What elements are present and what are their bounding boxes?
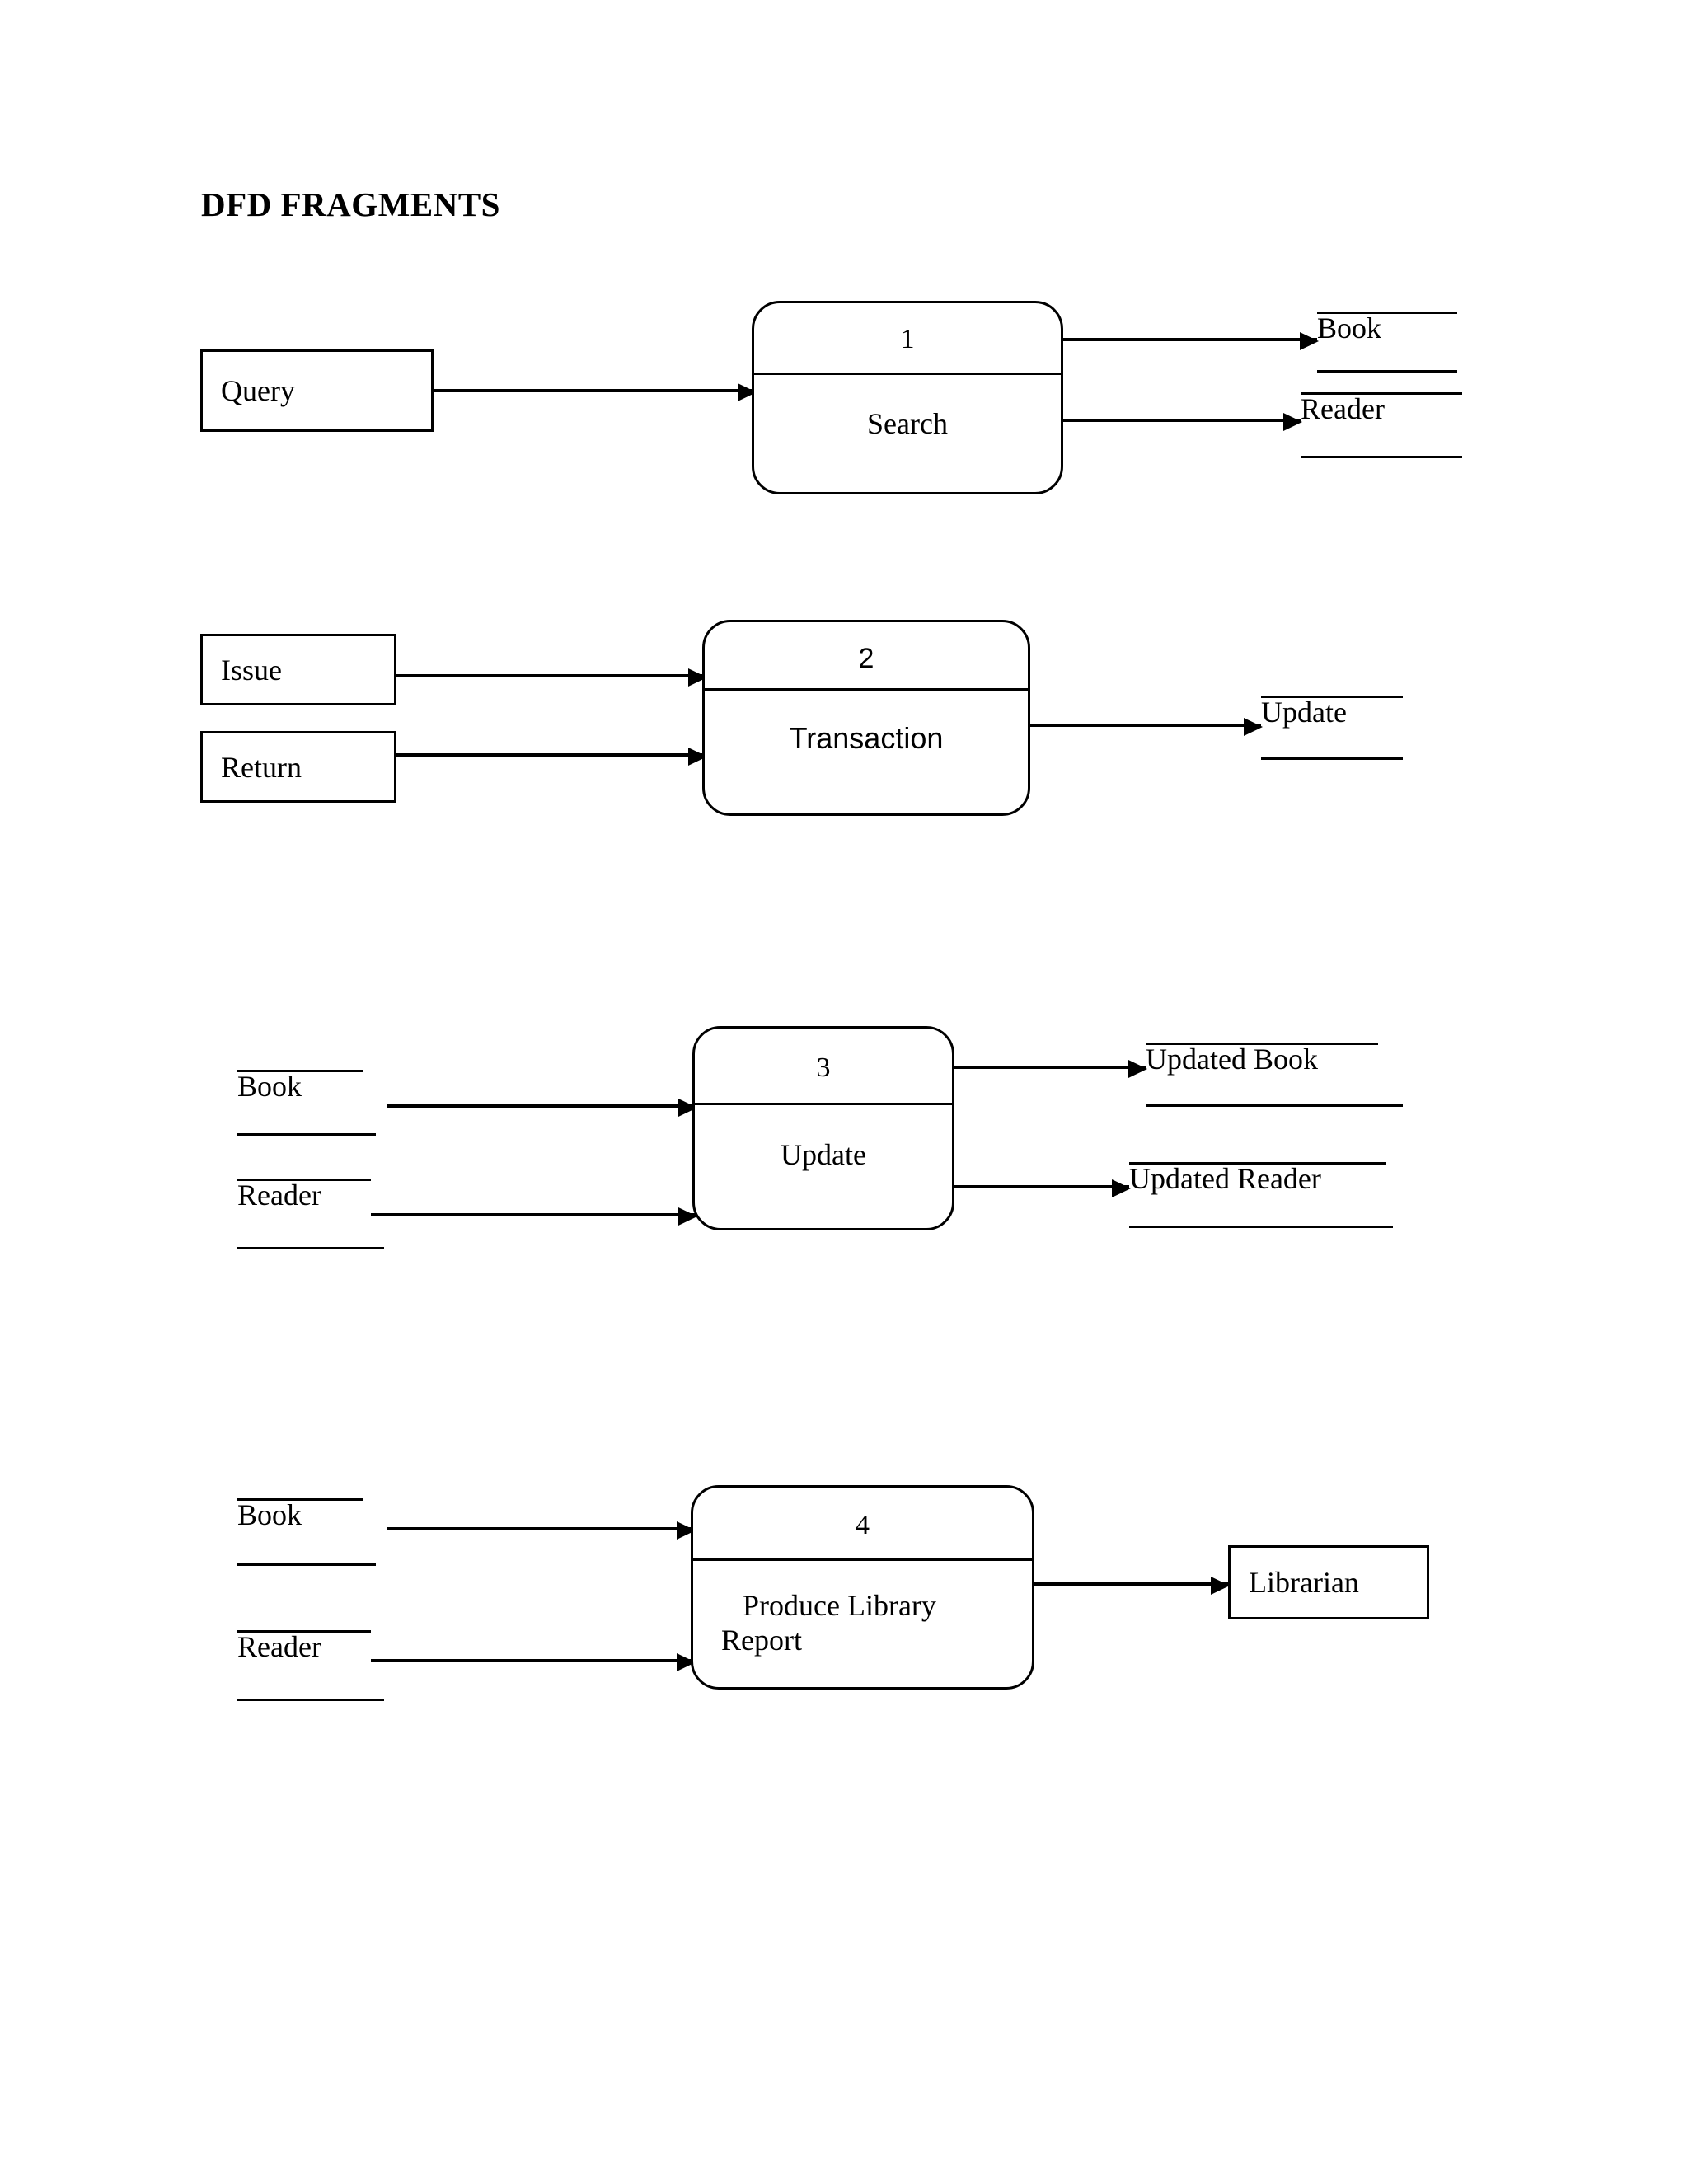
datastore-line-bottom	[1146, 1104, 1403, 1107]
datastore-reader-1: Reader	[1301, 392, 1462, 458]
flow-search-to-reader	[1063, 413, 1302, 431]
datastore-reader-4-label: Reader	[237, 1630, 321, 1663]
arrowhead-icon	[1211, 1577, 1230, 1595]
datastore-book-4: Book	[237, 1498, 376, 1566]
datastore-reader-1-label: Reader	[1301, 392, 1385, 425]
datastore-line-top	[237, 1179, 371, 1181]
datastore-line-bottom	[1317, 370, 1457, 373]
flow-reader-to-produce-report	[371, 1653, 696, 1671]
entity-query-label: Query	[221, 374, 295, 407]
datastore-book-3: Book	[237, 1070, 376, 1136]
flow-produce-report-to-librarian	[1034, 1577, 1230, 1595]
flow-update-to-updated-book	[954, 1060, 1147, 1078]
datastore-book-4-label: Book	[237, 1498, 302, 1531]
datastore-updated-reader-label: Updated Reader	[1129, 1162, 1321, 1195]
entity-query: Query	[200, 349, 434, 432]
entity-issue-label: Issue	[221, 653, 282, 687]
arrowhead-icon	[1283, 413, 1302, 431]
datastore-line-bottom	[1129, 1226, 1393, 1228]
page-title: DFD FRAGMENTS	[201, 185, 500, 223]
entity-return-label: Return	[221, 750, 302, 784]
datastore-line-bottom	[237, 1563, 376, 1566]
process-4-name: Produce Library Report	[693, 1588, 1032, 1658]
arrowhead-icon	[1300, 332, 1319, 350]
datastore-line-bottom	[1301, 456, 1462, 458]
process-3-number: 3	[816, 1052, 831, 1083]
flow-search-to-book	[1063, 332, 1319, 350]
arrowhead-icon	[1128, 1060, 1147, 1078]
datastore-updated-book-label: Updated Book	[1146, 1043, 1318, 1076]
datastore-reader-3: Reader	[237, 1179, 384, 1249]
datastore-updated-book: Updated Book	[1146, 1043, 1403, 1107]
datastore-line-bottom	[237, 1247, 384, 1249]
datastore-line-bottom	[1261, 757, 1403, 760]
datastore-line-top	[237, 1630, 371, 1633]
flow-return-to-transaction	[396, 748, 707, 766]
process-3-name: Update	[781, 1138, 866, 1171]
datastore-reader-3-label: Reader	[237, 1179, 321, 1212]
process-4-number: 4	[856, 1510, 870, 1540]
process-2-name: Transaction	[789, 721, 944, 755]
datastore-book-1: Book	[1317, 312, 1457, 373]
flow-update-to-updated-reader	[954, 1179, 1131, 1197]
process-divider	[753, 373, 1062, 375]
datastore-book-3-label: Book	[237, 1070, 302, 1103]
flow-issue-to-transaction	[396, 668, 707, 687]
entity-return: Return	[200, 731, 396, 803]
datastore-line-top	[1129, 1162, 1386, 1165]
process-2-number: 2	[858, 643, 874, 674]
process-3-update: 3 Update	[692, 1026, 954, 1230]
process-divider	[692, 1558, 1033, 1561]
datastore-line-top	[1301, 392, 1462, 395]
process-4-produce-library-report: 4 Produce Library Report	[691, 1485, 1034, 1690]
datastore-line-top	[237, 1070, 363, 1072]
datastore-update: Update	[1261, 696, 1403, 760]
datastore-line-top	[1317, 312, 1457, 314]
arrowhead-icon	[1244, 718, 1263, 736]
datastore-line-top	[1146, 1043, 1378, 1045]
entity-librarian: Librarian	[1228, 1545, 1429, 1619]
flow-query-to-search	[434, 383, 757, 401]
datastore-book-1-label: Book	[1317, 312, 1382, 344]
flow-book-to-produce-report	[387, 1521, 696, 1540]
datastore-line-bottom	[237, 1699, 384, 1701]
process-4-name-line-2: Report	[721, 1624, 802, 1657]
arrowhead-icon	[1112, 1179, 1131, 1197]
process-1-number: 1	[900, 324, 915, 354]
datastore-line-top	[1261, 696, 1403, 698]
process-divider	[704, 688, 1029, 691]
flow-transaction-to-update	[1030, 718, 1263, 736]
process-1-name: Search	[867, 407, 948, 440]
process-4-name-line-1: Produce Library	[743, 1589, 936, 1622]
process-2-transaction: 2 Transaction	[702, 620, 1030, 816]
process-divider	[694, 1103, 953, 1105]
arrowhead-icon	[678, 1207, 697, 1226]
entity-issue: Issue	[200, 634, 396, 705]
datastore-reader-4: Reader	[237, 1630, 384, 1701]
entity-librarian-label: Librarian	[1249, 1566, 1359, 1599]
datastore-line-bottom	[237, 1133, 376, 1136]
flow-book-to-update	[387, 1099, 697, 1117]
datastore-updated-reader: Updated Reader	[1129, 1162, 1393, 1228]
process-1-search: 1 Search	[752, 301, 1063, 494]
datastore-line-top	[237, 1498, 363, 1501]
datastore-update-label: Update	[1261, 696, 1347, 729]
flow-reader-to-update	[371, 1207, 697, 1226]
